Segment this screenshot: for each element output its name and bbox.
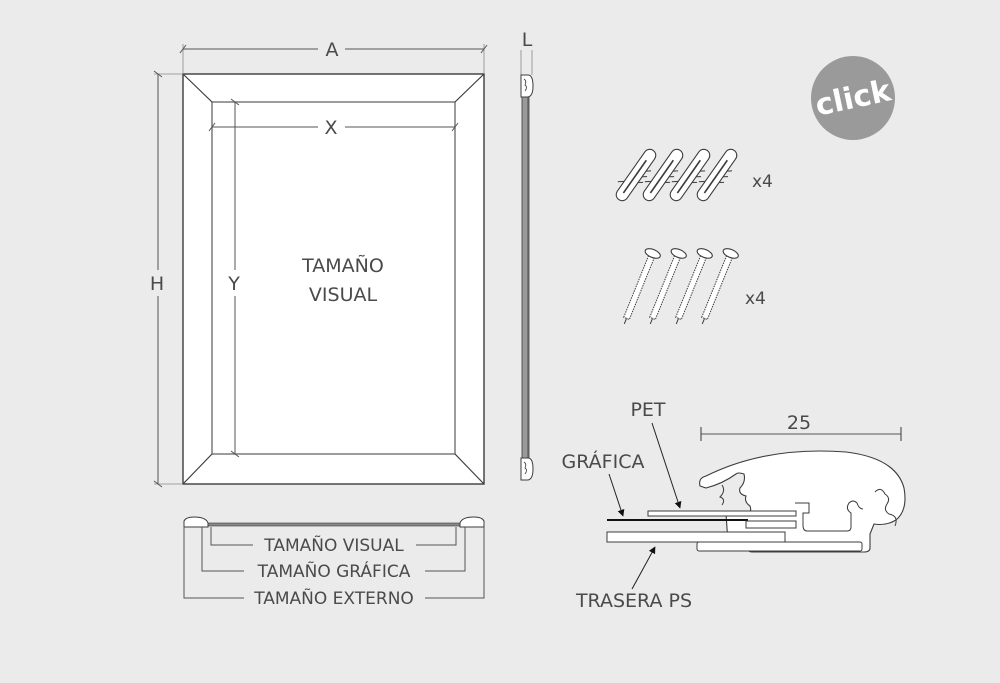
profile-dimension: 25 (787, 412, 811, 434)
dimension-x: X (208, 117, 459, 139)
dim-label-a: A (326, 39, 339, 61)
bottom-view: TAMAÑO VISUAL TAMAÑO GRÁFICA TAMAÑO EXTE… (183, 516, 485, 609)
screws-icon (623, 248, 739, 325)
visual-size-label: TAMAÑO VISUAL (263, 534, 404, 556)
pet-label: PET (630, 399, 665, 421)
front-view: A X H Y TAMAÑO VISUAL (150, 39, 488, 488)
dimension-h: H (150, 70, 183, 488)
dimension-a: A (179, 39, 488, 74)
dim-label-x: X (324, 117, 337, 139)
wall-plugs-quantity: x4 (752, 172, 773, 192)
dim-label-l: L (522, 29, 533, 51)
graphic-size-label: TAMAÑO GRÁFICA (257, 560, 411, 582)
click-button[interactable]: click (811, 56, 895, 140)
visual-size-label-line1: TAMAÑO (301, 254, 384, 277)
dimension-y: Y (227, 98, 240, 458)
backing-label: TRASERA PS (575, 590, 692, 612)
external-size-label: TAMAÑO EXTERNO (253, 587, 414, 609)
side-view: L (520, 29, 534, 481)
graphic-label: GRÁFICA (562, 450, 645, 473)
visual-size-label-line2: VISUAL (309, 284, 378, 306)
dim-label-h: H (150, 273, 164, 295)
profile-section: 25 PET GRÁFICA TRASERA PS (562, 399, 906, 612)
dim-label-y: Y (227, 273, 240, 295)
wall-plugs-icon (615, 148, 738, 202)
screws-quantity: x4 (745, 289, 766, 309)
